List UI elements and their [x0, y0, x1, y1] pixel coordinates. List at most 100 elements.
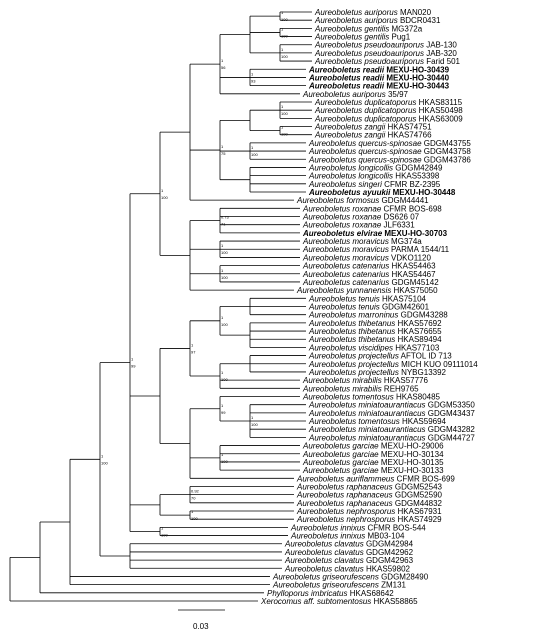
taxon-species-name: Aureoboletus nephrosporus [296, 507, 395, 516]
taxon-species-name: Aureoboletus quercus-spinosae [308, 139, 422, 148]
taxon-species-name: Aureoboletus zangii [314, 123, 385, 132]
taxon-label: Aureoboletus auriporus MAN020 [314, 8, 432, 17]
taxon-voucher-code: ZM131 [379, 581, 407, 590]
taxon-species-name: Aureoboletus miniatoaurantiacus [308, 433, 426, 442]
taxon-voucher-code: MEXU-HO-30134 [379, 450, 444, 459]
taxon-voucher-code: HKAS77103 [393, 343, 440, 352]
taxon-label: Aureoboletus quercus-spinosae GDGM43786 [308, 155, 471, 164]
taxon-voucher-code: GDGM45142 [389, 278, 439, 287]
taxon-species-name: Aureoboletus miniatoaurantiacus [308, 409, 426, 418]
posterior-probability-label: 1 [281, 26, 284, 31]
taxon-voucher-code: AFTOL ID 713 [399, 352, 452, 361]
taxon-species-name: Aureoboletus tomentosus [302, 392, 394, 401]
taxon-species-name: Aureoboletus duplicatoporus [314, 114, 416, 123]
taxon-species-name: Aureoboletus formosus [296, 196, 379, 205]
taxon-voucher-code: GDGM52590 [393, 491, 443, 500]
taxon-voucher-code: HKAS54463 [389, 262, 436, 271]
taxon-species-name: Aureoboletus innixus [290, 523, 365, 532]
posterior-probability-label: 1 [221, 452, 224, 457]
taxon-species-name: Aureoboletus roxanae [302, 221, 382, 230]
bootstrap-label: 100 [161, 532, 168, 537]
taxon-voucher-code: HKAS80485 [394, 392, 441, 401]
taxon-voucher-code: CFMR BOS-698 [381, 204, 442, 213]
taxon-voucher-code: GDGM43786 [422, 155, 472, 164]
bootstrap-label: 100 [221, 322, 228, 327]
taxon-label: Aureoboletus garciae MEXU-HO-30135 [302, 458, 444, 467]
taxon-label: Aureoboletus moravicus PARMA 1544/11 [302, 245, 450, 254]
taxon-species-name: Aureoboletus clavatus [284, 540, 364, 549]
taxon-label: Aureoboletus raphanaceus GDGM44832 [296, 499, 443, 508]
posterior-probability-label: 0.92 [191, 489, 200, 494]
taxon-label: Aureoboletus catenarius HKAS54463 [302, 262, 436, 271]
taxon-voucher-code: GDGM42984 [364, 540, 414, 549]
taxon-label: Aureoboletus mirabilis HKAS57776 [302, 376, 429, 385]
taxon-label: Xerocomus aff. subtomentosus HKAS58865 [260, 597, 418, 606]
taxon-label: Aureoboletus singeri CFMR BZ-2395 [308, 180, 441, 189]
bootstrap-label: 75 [221, 151, 226, 156]
taxon-label: Phylloporus imbricatus HKAS68642 [267, 589, 394, 598]
taxon-voucher-code: MB03-104 [365, 532, 405, 541]
taxon-label: Aureoboletus griseorufescens GDGM28490 [272, 572, 429, 581]
taxon-voucher-code: HKAS54467 [389, 270, 436, 279]
taxon-label: Aureoboletus garciae MEXU-HO-30134 [302, 450, 444, 459]
taxon-species-name: Aureoboletus moravicus [302, 253, 389, 262]
taxon-species-name: Aureoboletus thibetanus [308, 327, 395, 336]
posterior-probability-label: 1 [101, 453, 104, 458]
taxon-voucher-code: HKAS67931 [395, 507, 442, 516]
taxon-species-name: Aureoboletus miniatoaurantiacus [308, 401, 426, 410]
posterior-probability-label: 1 [251, 145, 254, 150]
taxon-species-name: Aureoboletus raphanaceus [296, 499, 393, 508]
taxon-voucher-code: BDCR0431 [398, 16, 441, 25]
taxon-species-name: Aureoboletus innixus [290, 532, 365, 541]
taxon-species-name: Aureoboletus nephrosporus [296, 515, 395, 524]
taxon-species-name: Aureoboletus roxanae [302, 204, 382, 213]
taxon-species-name: Phylloporus imbricatus [267, 589, 347, 598]
bootstrap-label: 100 [281, 132, 288, 137]
posterior-probability-label: 1 [281, 10, 284, 15]
taxon-label: Aureoboletus readii MEXU-HO-30443 [308, 82, 450, 91]
taxon-voucher-code: GDGM44727 [426, 433, 476, 442]
bootstrap-label: 99 [221, 410, 226, 415]
taxon-label: Aureoboletus clavatus GDGM42963 [284, 556, 414, 565]
taxon-species-name: Aureoboletus ayuukii [308, 188, 391, 197]
posterior-probability-label: 0.73 [221, 215, 230, 220]
bootstrap-label: 100 [221, 275, 228, 280]
taxon-label: Aureoboletus quercus-spinosae GDGM43758 [308, 147, 471, 156]
taxon-label: Aureoboletus projectellus MICH KUO 09111… [308, 360, 478, 369]
posterior-probability-label: 1 [161, 525, 164, 530]
taxon-voucher-code: 35/97 [386, 90, 409, 99]
taxon-voucher-code: MEXU-HO-30703 [382, 229, 447, 238]
taxon-label: Aureoboletus miniatoaurantiacus GDGM5335… [308, 401, 475, 410]
taxon-label: Aureoboletus mirabilis REH9765 [302, 384, 419, 393]
posterior-probability-label: 1 [281, 47, 284, 52]
taxon-species-name: Aureoboletus gentilis [314, 33, 389, 42]
bootstrap-label: 100 [251, 152, 258, 157]
taxon-label: Aureoboletus tenuis HKAS75104 [308, 294, 427, 303]
bootstrap-label: 70 [191, 496, 196, 501]
taxon-voucher-code: HKAS50498 [416, 106, 463, 115]
bootstrap-label: 100 [281, 33, 288, 38]
posterior-probability-label: 1 [221, 370, 224, 375]
taxon-label: Aureoboletus longicollis GDGM42849 [308, 163, 443, 172]
taxon-label: Aureoboletus readii MEXU-HO-30440 [308, 73, 450, 82]
bootstrap-label: 56 [221, 65, 226, 70]
taxon-species-name: Aureoboletus longicollis [308, 163, 393, 172]
posterior-probability-label: 1 [191, 509, 194, 514]
bootstrap-label: 100 [251, 422, 258, 427]
taxon-voucher-code: GDGM43282 [426, 425, 476, 434]
taxon-species-name: Aureoboletus longicollis [308, 172, 393, 181]
taxon-species-name: Aureoboletus raphanaceus [296, 482, 393, 491]
taxon-voucher-code: Farid 501 [424, 57, 461, 66]
taxon-voucher-code: Pug1 [389, 33, 410, 42]
taxon-label: Aureoboletus pseudoauriporus Farid 501 [314, 57, 461, 66]
bootstrap-label: 100 [281, 17, 288, 22]
taxon-voucher-code: REH9765 [382, 384, 419, 393]
taxon-label: Aureoboletus miniatoaurantiacus GDGM4343… [308, 409, 475, 418]
taxon-voucher-code: MEXU-HO-30443 [384, 82, 449, 91]
taxon-species-name: Aureoboletus zangii [314, 131, 385, 140]
taxon-species-name: Aureoboletus garciae [302, 442, 379, 451]
taxon-species-name: Aureoboletus pseudoauriporus [314, 57, 424, 66]
taxon-voucher-code: MG372a [389, 24, 422, 33]
taxon-voucher-code: GDGM43755 [422, 139, 472, 148]
